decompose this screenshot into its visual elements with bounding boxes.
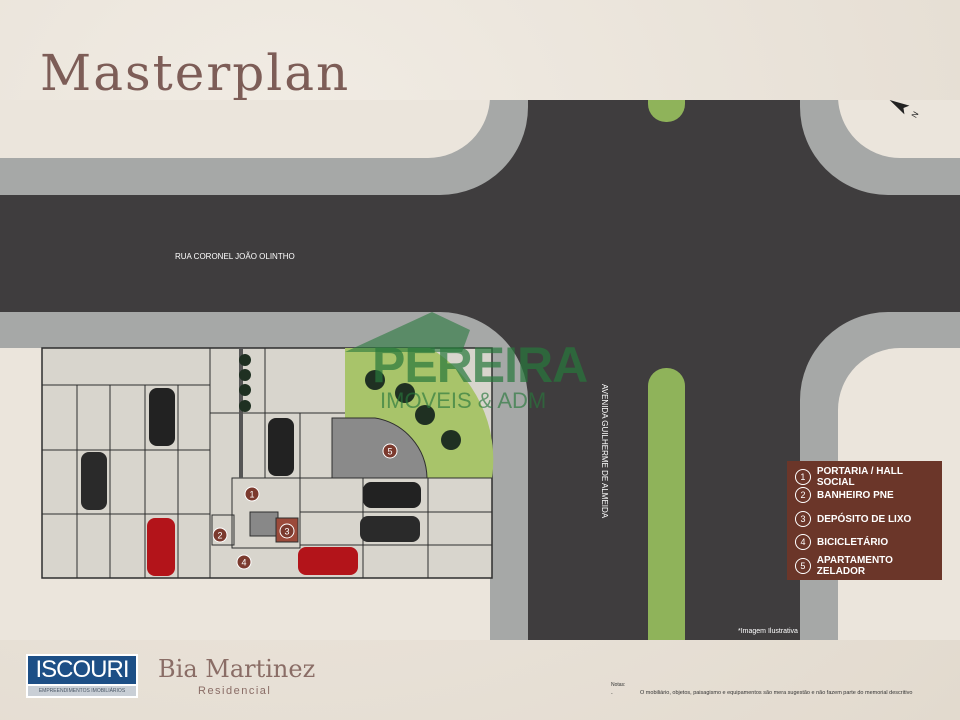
block-top-right xyxy=(838,100,960,158)
developer-subtitle: EMPREENDIMENTOS IMOBILIÁRIOS xyxy=(28,686,136,696)
legend-number: 2 xyxy=(795,487,811,503)
iscouri-logo: ISCOURI EMPREENDIMENTOS IMOBILIÁRIOS xyxy=(26,654,138,698)
car xyxy=(360,516,420,542)
legend-item: 5 APARTAMENTO ZELADOR xyxy=(795,555,942,577)
car xyxy=(298,547,358,575)
legend-label: BICICLETÁRIO xyxy=(817,536,889,548)
block-top-left xyxy=(0,100,490,158)
street-label-vertical: AVENIDA GUILHERME DE ALMEIDA xyxy=(600,384,609,519)
street-label-horizontal: RUA CORONEL JOÃO OLINTHO xyxy=(175,252,295,261)
north-label: N xyxy=(910,110,921,120)
developer-name: ISCOURI xyxy=(28,656,136,684)
palm-trees xyxy=(239,354,461,450)
page-title: Masterplan xyxy=(40,44,351,102)
road-corner xyxy=(800,107,888,195)
road-corner xyxy=(800,312,888,400)
illustrative-note: *Imagem Ilustrativa xyxy=(738,628,798,635)
cars xyxy=(81,388,421,576)
legend-label: DEPÓSITO DE LIXO xyxy=(817,513,912,525)
car xyxy=(147,518,175,576)
legend-label: APARTAMENTO ZELADOR xyxy=(816,555,893,577)
legend-number: 5 xyxy=(795,558,811,574)
parking-grid xyxy=(42,348,492,578)
car xyxy=(363,482,421,508)
car xyxy=(81,452,107,510)
marker-4[interactable]: 4 xyxy=(236,554,252,570)
marker-1[interactable]: 1 xyxy=(244,486,260,502)
legend-number: 4 xyxy=(795,534,811,550)
watermark-text: PEREIRA xyxy=(372,337,588,393)
marker-label: 1 xyxy=(249,490,254,500)
marker-label: 5 xyxy=(387,447,392,457)
notes-label: Notas: xyxy=(611,682,626,688)
watermark-subtext: IMOVEIS & ADM xyxy=(380,388,547,413)
road-corner xyxy=(440,107,528,195)
legend-item: 2 BANHEIRO PNE xyxy=(795,487,894,503)
road-rua-coronel xyxy=(0,195,960,312)
car xyxy=(149,388,175,446)
marker-label: 2 xyxy=(217,531,222,541)
legend-label: PORTARIA / HALL SOCIAL xyxy=(816,466,903,488)
notes-dash: - xyxy=(611,691,613,697)
legend-item: 3 DEPÓSITO DE LIXO xyxy=(795,511,911,527)
legend-label: BANHEIRO PNE xyxy=(817,489,894,501)
location-markers: 1 2 3 4 5 xyxy=(212,443,398,570)
project-logo: Bia Martinez xyxy=(158,655,316,683)
marker-3[interactable]: 3 xyxy=(279,523,295,539)
legend-item: 1 PORTARIA / HALL SOCIAL xyxy=(795,466,942,488)
watermark-roof-icon xyxy=(345,312,470,352)
legend-number: 3 xyxy=(795,511,811,527)
legend-number: 1 xyxy=(795,469,811,485)
legend-item: 4 BICICLETÁRIO xyxy=(795,534,888,550)
marker-label: 3 xyxy=(284,527,289,537)
north-arrow-icon: N xyxy=(889,100,921,120)
car xyxy=(268,418,294,476)
notes-text: O mobiliário, objetos, paisagismo e equi… xyxy=(640,690,913,696)
marker-2[interactable]: 2 xyxy=(212,527,228,543)
caretaker-apartment xyxy=(331,417,428,479)
median-top xyxy=(648,100,685,122)
marker-label: 4 xyxy=(241,558,246,568)
project-subtitle: Residencial xyxy=(198,685,272,697)
median-bottom xyxy=(648,368,685,640)
road-corner xyxy=(440,312,528,400)
marker-5[interactable]: 5 xyxy=(382,443,398,459)
